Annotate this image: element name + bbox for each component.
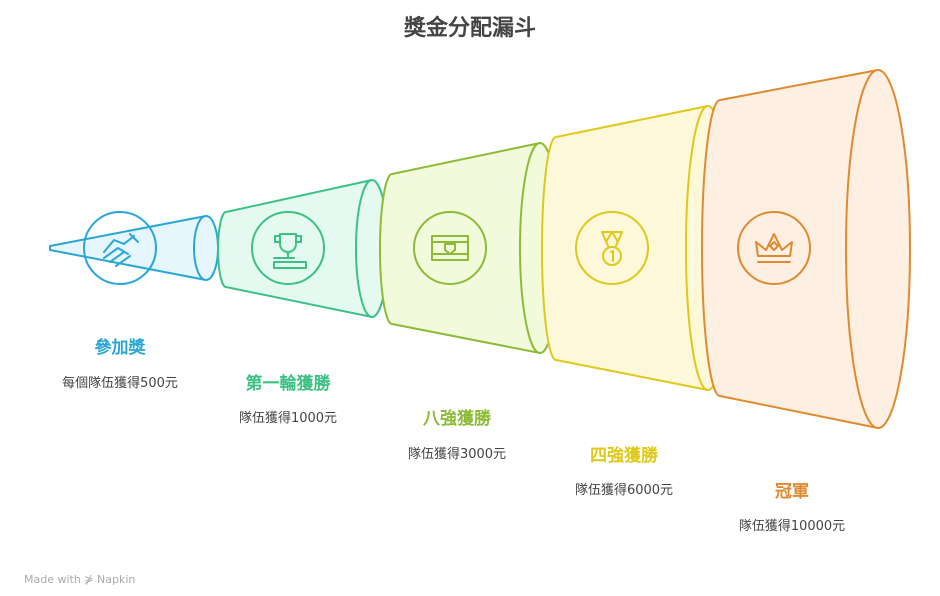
medal-icon bbox=[601, 231, 623, 266]
stage-label: 冠軍 bbox=[775, 482, 809, 502]
stage-description: 隊伍獲得10000元 bbox=[738, 519, 846, 534]
stage-label: 四強獲勝 bbox=[590, 446, 658, 466]
stage-label: 第一輪獲勝 bbox=[245, 374, 331, 394]
napkin-watermark: Made with ⋡ Napkin bbox=[24, 573, 136, 586]
icon-circle bbox=[413, 211, 487, 285]
funnel-segment-end bbox=[193, 215, 219, 281]
handshake-icon bbox=[103, 233, 139, 267]
stage-label: 參加獎 bbox=[94, 338, 146, 358]
icon-circle bbox=[251, 211, 325, 285]
funnel-segment bbox=[49, 215, 207, 281]
stage-label: 八強獲勝 bbox=[423, 409, 491, 429]
icon-circle bbox=[575, 211, 649, 285]
stage-description: 隊伍獲得1000元 bbox=[238, 411, 338, 426]
stage-description: 隊伍獲得3000元 bbox=[407, 447, 507, 462]
funnel-segment-end bbox=[845, 69, 911, 429]
funnel-segment bbox=[541, 105, 709, 391]
icon-circle bbox=[737, 211, 811, 285]
icon-circle bbox=[83, 211, 157, 285]
stage-description: 隊伍獲得6000元 bbox=[574, 483, 674, 498]
funnel-segment bbox=[379, 142, 541, 354]
stage-description: 每個隊伍獲得500元 bbox=[62, 376, 178, 391]
badge-icon bbox=[431, 235, 469, 261]
trophy-icon bbox=[273, 233, 307, 269]
crown-icon bbox=[755, 233, 793, 263]
diagram-title: 獎金分配漏斗 bbox=[403, 16, 536, 41]
